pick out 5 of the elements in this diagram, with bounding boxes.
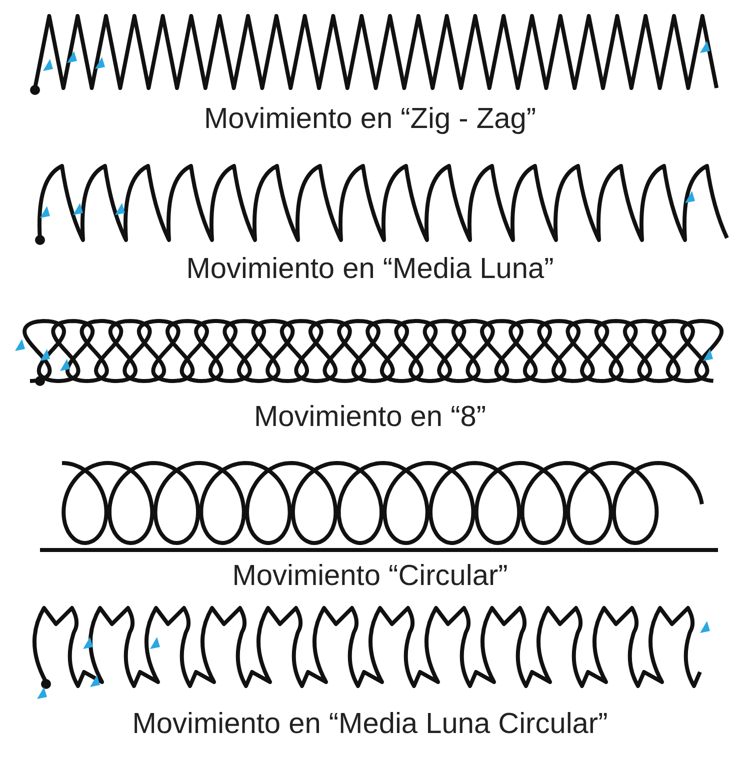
caption: Movimiento en “Media Luna Circular” xyxy=(131,708,609,741)
caption: Movimiento en “Zig - Zag” xyxy=(203,103,537,136)
caption: Movimiento en “Media Luna” xyxy=(185,253,555,286)
caption: Movimiento en “8” xyxy=(252,401,488,434)
caption: Movimiento “Circular” xyxy=(231,560,509,593)
